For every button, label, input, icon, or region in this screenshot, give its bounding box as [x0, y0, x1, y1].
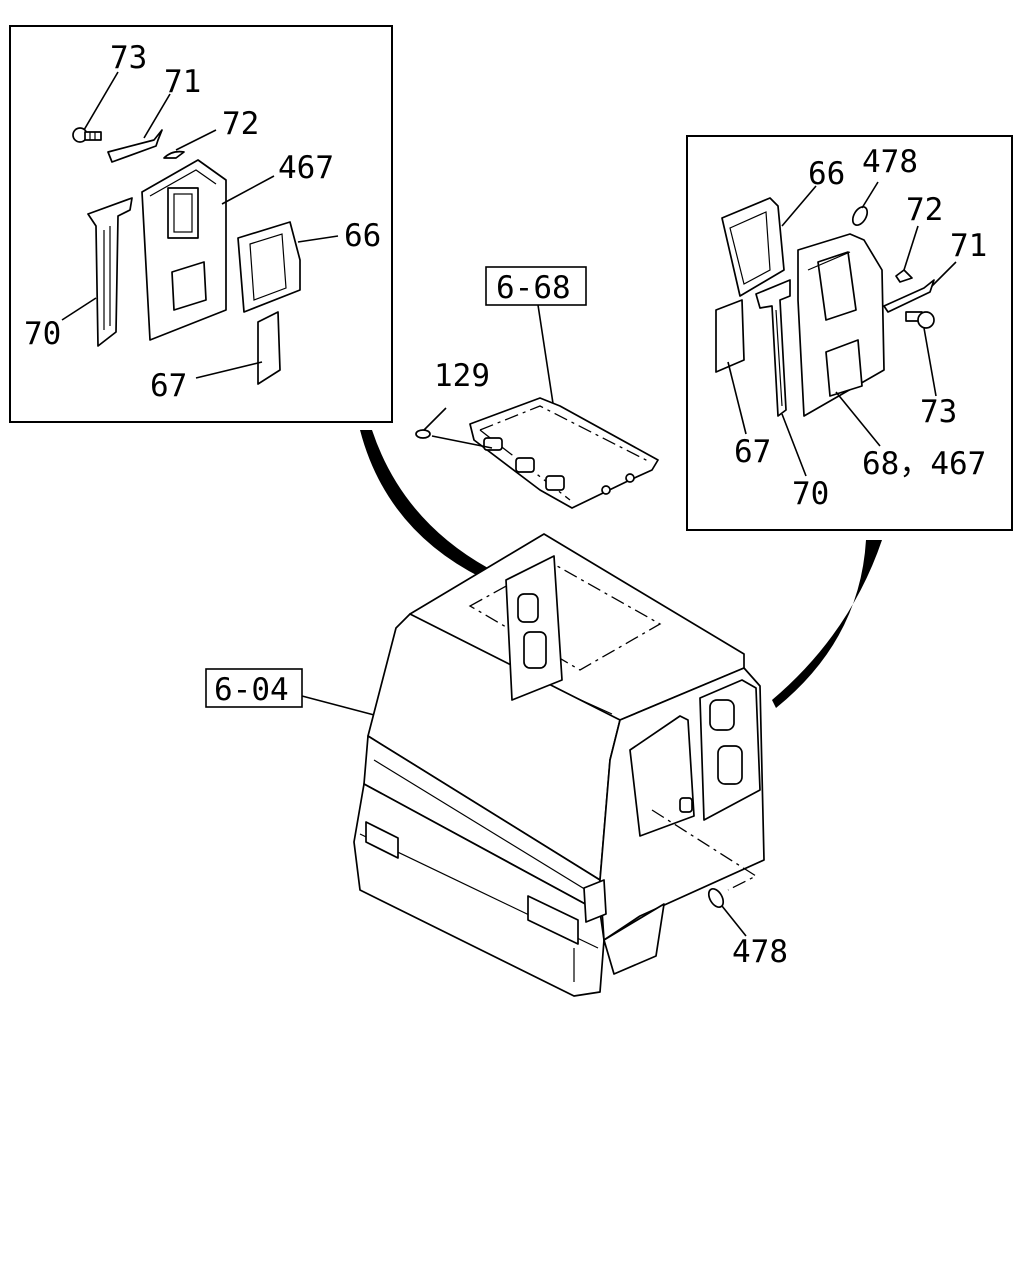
bracket-67-part-right: [715, 299, 745, 373]
bolt-73-part-right: [905, 311, 935, 329]
callout-68-467-right: 68，467: [862, 446, 986, 482]
callout-70: 70: [24, 316, 61, 352]
pillar-68-467-part: [797, 233, 885, 417]
bracket-71-part: [107, 129, 163, 163]
callout-67: 67: [150, 368, 187, 404]
clip-72-part-right: [895, 269, 913, 283]
right-inset-detail: 66 478 72 71 73 67 70 68，467: [686, 135, 1013, 531]
callout-73: 73: [110, 40, 147, 76]
ref-6-04-label: 6-04: [214, 672, 289, 708]
callout-72-right: 72: [906, 192, 943, 228]
washer-478-part-body: [707, 887, 725, 909]
callout-129: 129: [434, 358, 490, 394]
arc-right-to-cab: [772, 540, 882, 708]
callout-67-right: 67: [734, 434, 771, 470]
callout-478-body: 478: [732, 934, 788, 970]
callout-71: 71: [164, 64, 201, 100]
bolt-73-part: [72, 127, 102, 143]
ref-box-6-04: [205, 668, 303, 708]
roof-panel-assembly: 6-68 129: [415, 266, 659, 509]
strip-70-part: [87, 197, 133, 347]
washer-478-part: [851, 205, 869, 227]
cab-body-assembly: 6-04 478: [205, 533, 788, 997]
ref-6-68-label: 6-68: [496, 270, 571, 306]
clip-129-part: [415, 429, 431, 439]
panel-66-part: [237, 221, 301, 313]
callout-71-right: 71: [950, 228, 987, 264]
roof-panel-part: [469, 397, 659, 509]
callout-467: 467: [278, 150, 334, 186]
callout-70-right: 70: [792, 476, 829, 512]
ref-box-6-68: [485, 266, 587, 306]
strip-70-part-right: [755, 279, 791, 417]
left-inset-detail: 73 71 72 467 66 70 67: [9, 25, 393, 423]
pillar-467-part: [141, 159, 227, 341]
arc-left-to-cab: [360, 430, 488, 578]
clip-72-part: [163, 150, 185, 159]
callout-66-right: 66: [808, 156, 845, 192]
callout-73-right: 73: [920, 394, 957, 430]
callout-478-right: 478: [862, 144, 918, 180]
callout-72: 72: [222, 106, 259, 142]
panel-66-part-right: [721, 197, 785, 297]
callout-66: 66: [344, 218, 381, 254]
